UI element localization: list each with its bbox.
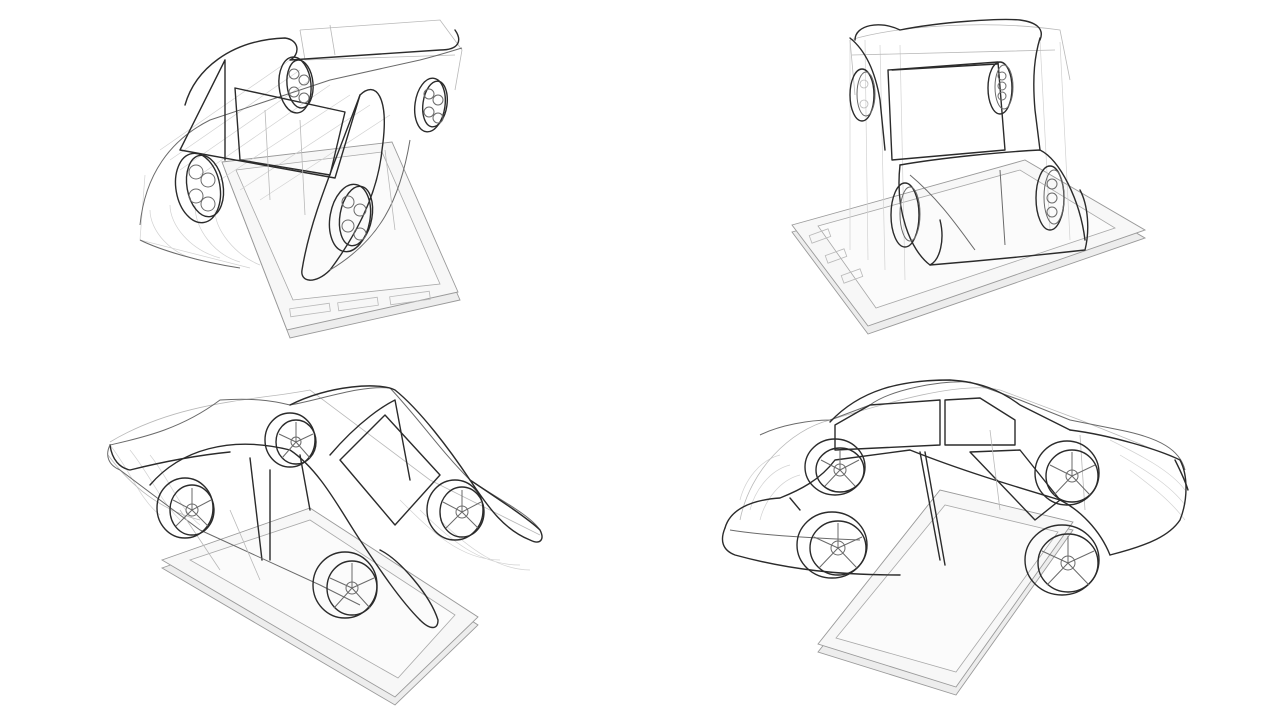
wheel-front-left	[156, 477, 215, 539]
car-wireframe	[107, 385, 543, 629]
wheel-rear-right	[413, 77, 449, 133]
smartphone-wireframe	[160, 507, 479, 706]
wheel-rear-right	[1034, 440, 1100, 506]
car-wireframe	[139, 19, 463, 281]
wireframe-illustration	[791, 18, 1147, 335]
wheel-rear-left	[312, 551, 378, 619]
panel-top-front-view	[0, 0, 640, 360]
wireframe-illustration	[139, 19, 463, 339]
wireframe-illustration	[721, 379, 1189, 696]
smartphone-wireframe	[221, 141, 461, 339]
wireframe-illustration	[107, 385, 543, 706]
wheel-front-right	[1024, 524, 1100, 596]
wheel-rear-left	[849, 68, 876, 122]
car-wireframe	[721, 379, 1189, 576]
panel-top-rear-view	[640, 0, 1280, 360]
wheel-rear-left	[278, 56, 314, 114]
wheel-front-right	[1035, 165, 1065, 231]
smartphone-wireframe	[791, 159, 1147, 335]
wheel-front-left	[890, 182, 921, 248]
wheel-front-right	[328, 183, 374, 253]
wheel-rear-left	[804, 438, 866, 496]
wheel-front-left	[796, 511, 868, 579]
wheel-rear-right	[426, 479, 485, 541]
smartphone-wireframe	[817, 489, 1074, 696]
wheel-front-right	[264, 412, 317, 468]
wheel-rear-right	[987, 61, 1014, 115]
wheel-front-left	[174, 152, 225, 224]
panel-side-right-view	[640, 360, 1280, 720]
panel-side-left-view	[0, 360, 640, 720]
car-wireframe	[849, 18, 1089, 281]
